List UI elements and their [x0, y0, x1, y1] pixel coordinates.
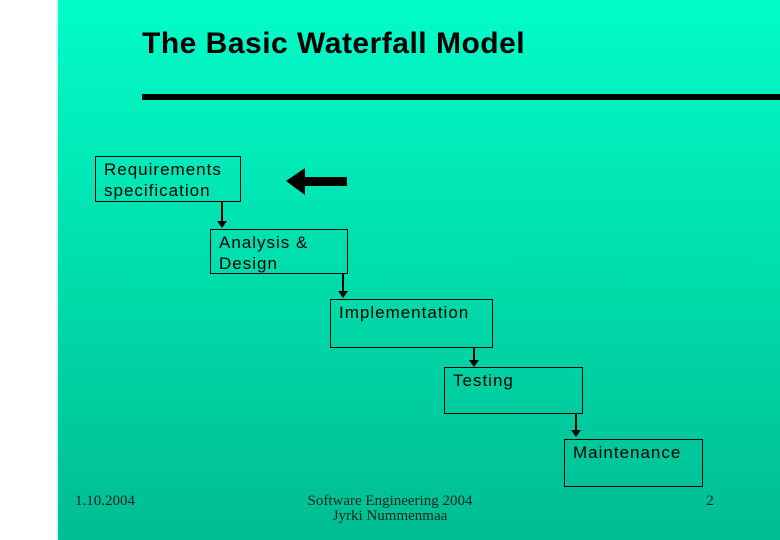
left-arrow-shaft [304, 177, 347, 186]
box-label-line: Testing [453, 371, 514, 390]
down-arrow-icon [570, 414, 582, 437]
box-label-line: Implementation [339, 303, 470, 322]
down-arrow-icon [337, 273, 349, 298]
box-label-line: Design [219, 254, 278, 273]
down-arrow-icon [468, 348, 480, 367]
footer-date: 1.10.2004 [75, 493, 135, 509]
box-analysis-design: Analysis & Design [210, 229, 348, 274]
page-title: The Basic Waterfall Model [142, 27, 526, 60]
box-label-line: Maintenance [573, 443, 682, 462]
box-requirements-specification: Requirements specification [95, 156, 241, 202]
box-label-line: specification [104, 181, 211, 200]
title-underline [142, 94, 780, 100]
footer-course-author: Software Engineering 2004 Jyrki Nummenma… [290, 494, 490, 524]
box-label-line: Requirements [104, 160, 222, 179]
footer-author: Jyrki Nummenmaa [332, 508, 448, 524]
page-number: 2 [706, 493, 714, 509]
left-arrow-icon [286, 168, 347, 195]
left-arrow-head [286, 168, 305, 195]
box-implementation: Implementation [330, 299, 493, 348]
box-testing: Testing [444, 367, 583, 414]
footer-course: Software Engineering 2004 [307, 493, 473, 509]
box-maintenance: Maintenance [564, 439, 703, 487]
down-arrow-icon [216, 202, 228, 228]
slide-background [56, 0, 780, 540]
box-label-line: Analysis & [219, 233, 309, 252]
